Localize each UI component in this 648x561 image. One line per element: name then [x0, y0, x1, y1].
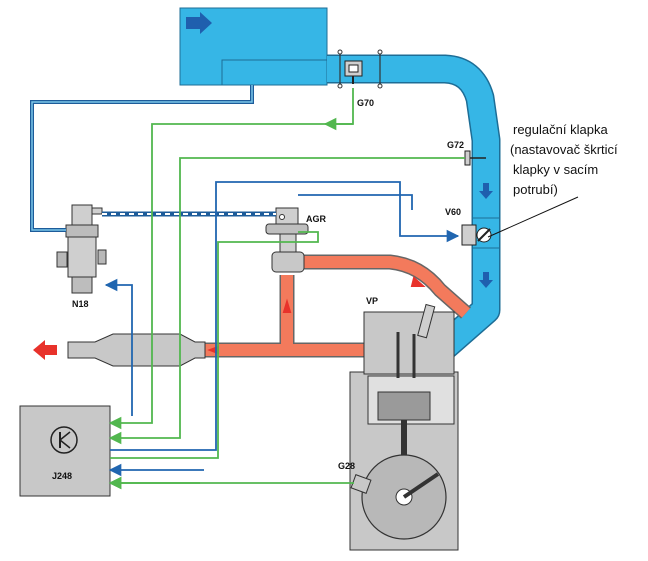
- air-inlet-arrow-icon: [186, 12, 212, 34]
- fuel-injector: [417, 303, 436, 339]
- j248-control-unit: [19, 405, 111, 497]
- v60-throttle-actuator: [461, 224, 477, 246]
- g72-temperature-sensor: [464, 150, 471, 166]
- label-g28: G28: [338, 461, 355, 471]
- exhaust-exit-arrow-icon: [33, 340, 57, 360]
- egr-flow-arrow-icon: [282, 298, 292, 313]
- intake-duct-fill: [327, 56, 499, 362]
- label-agr: AGR: [306, 214, 327, 224]
- annotation-line-2: (nastavovač škrticí: [510, 142, 618, 157]
- air-filter-lower: [221, 59, 328, 86]
- label-n18: N18: [72, 299, 89, 309]
- catalytic-converter: [67, 333, 206, 367]
- g28-engine-speed-sensor: [350, 474, 372, 494]
- label-v60: V60: [445, 207, 461, 217]
- annotation-line-4: potrubí): [513, 182, 558, 197]
- label-g70: G70: [357, 98, 374, 108]
- exhaust-path: [33, 254, 471, 367]
- label-vp: VP: [366, 296, 378, 306]
- control-signal-lines: [30, 85, 460, 477]
- annotation-line-3: klapky v sacím: [513, 162, 598, 177]
- egr-flow-arrow-icon: [410, 276, 426, 287]
- annotation-pointer: [487, 196, 579, 238]
- agr-egr-valve: [265, 207, 309, 273]
- n18-egr-solenoid: [56, 204, 107, 294]
- label-j248: J248: [52, 471, 72, 481]
- label-g72: G72: [447, 140, 464, 150]
- engine-cylinder: [349, 303, 459, 551]
- duct-flow-arrow-icon: [479, 272, 493, 288]
- duct-flow-arrow-icon: [479, 183, 493, 199]
- sensor-signal-lines: [108, 88, 465, 490]
- transistor-icon: [50, 426, 78, 454]
- annotation-line-1: regulační klapka: [513, 122, 608, 137]
- intake-air-duct: [179, 7, 501, 363]
